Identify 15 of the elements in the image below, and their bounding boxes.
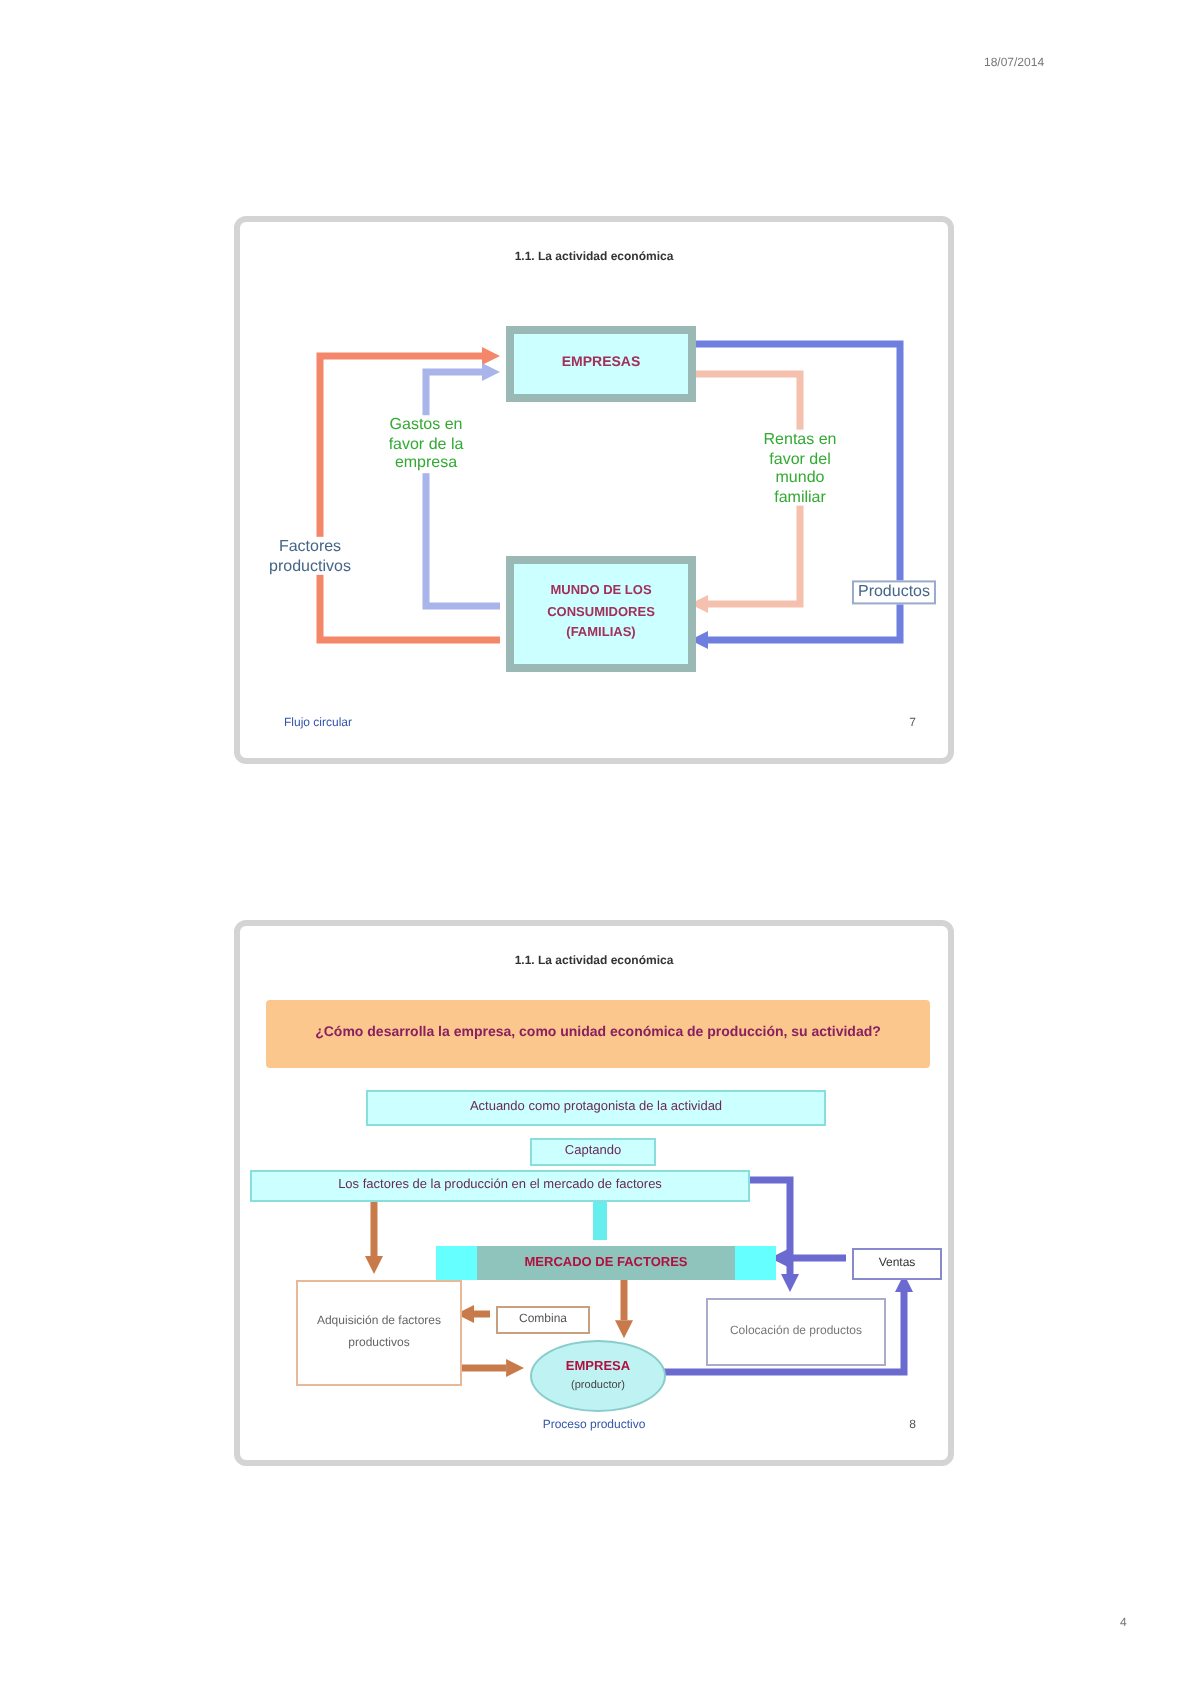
process-box (250, 1170, 750, 1202)
arrow (316, 347, 500, 644)
market-bar (436, 1246, 776, 1280)
process-box (366, 1090, 826, 1126)
process-box (296, 1280, 462, 1386)
process-box (530, 1138, 656, 1166)
process-box (706, 1298, 886, 1366)
process-box (852, 1248, 942, 1280)
edge-label: Productos (851, 580, 937, 604)
process-box (506, 556, 696, 672)
slide-frame (234, 920, 954, 1466)
process-box (496, 1306, 590, 1334)
slide-frame (234, 216, 954, 764)
question-banner (266, 1000, 930, 1068)
process-box (506, 326, 696, 402)
